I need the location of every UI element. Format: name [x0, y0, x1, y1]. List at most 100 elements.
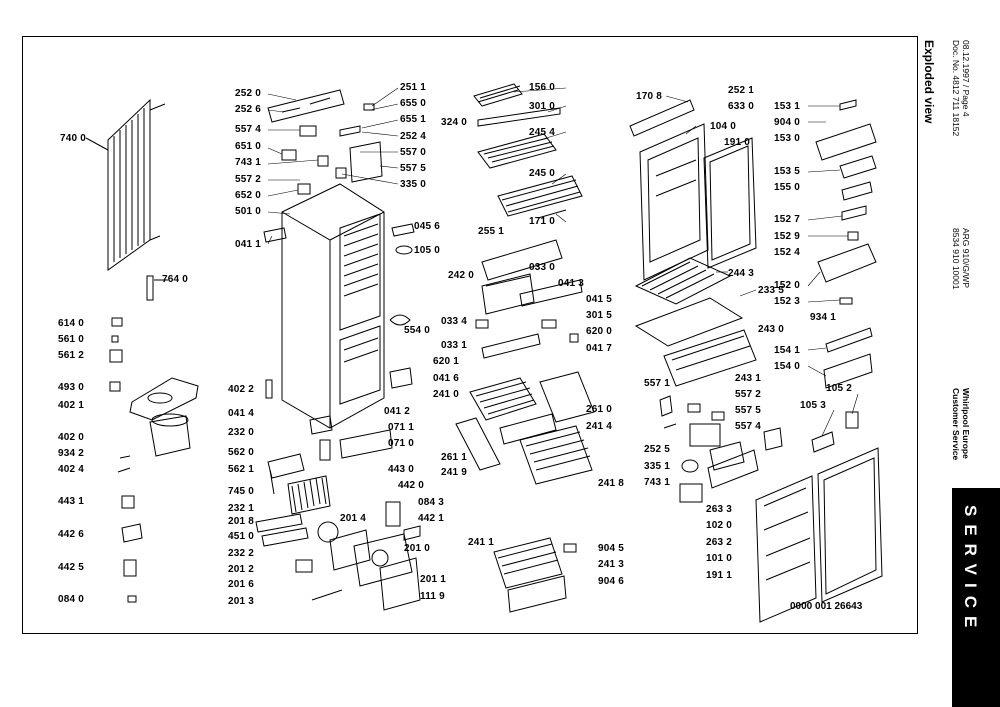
part-label: 152 0 [774, 280, 801, 291]
part-label: 245 0 [529, 168, 556, 179]
part-label: 033 4 [441, 316, 468, 327]
part-label: 041 2 [384, 406, 411, 417]
part-label: 261 1 [441, 452, 468, 463]
part-label: 252 5 [644, 444, 671, 455]
part-label: 561 2 [58, 350, 85, 361]
part-label: 241 4 [586, 421, 613, 432]
part-label: 554 0 [404, 325, 431, 336]
part-label: 041 4 [228, 408, 255, 419]
service-label: SERVICE [961, 505, 980, 636]
part-label: 651 0 [235, 141, 262, 152]
drawing-frame [22, 36, 918, 634]
part-label: 561 0 [58, 334, 85, 345]
part-label: 071 1 [388, 422, 415, 433]
cabinet [281, 183, 385, 429]
part-label: 153 1 [774, 101, 801, 112]
part-label: 232 1 [228, 503, 255, 514]
part-label: 170 8 [636, 91, 663, 102]
part-label: 201 0 [404, 543, 431, 554]
part-label: 191 1 [706, 570, 733, 581]
part-label: 245 4 [529, 127, 556, 138]
part-label: 244 3 [728, 268, 755, 279]
drawing-number: 0000 001 26643 [790, 601, 863, 612]
part-label: 443 1 [58, 496, 85, 507]
part-label: 201 3 [228, 596, 255, 607]
evaporator-745 [287, 475, 331, 515]
part-label: 233 5 [758, 285, 785, 296]
part-label: 232 2 [228, 548, 255, 559]
part-label: 252 1 [728, 85, 755, 96]
part-label: 171 0 [529, 216, 556, 227]
part-label: 102 0 [706, 520, 733, 531]
part-label: 154 1 [774, 345, 801, 356]
part-label: 071 0 [388, 438, 415, 449]
part-label: 201 6 [228, 579, 255, 590]
part-label: 152 7 [774, 214, 801, 225]
part-label: 041 1 [235, 239, 262, 250]
service-tab [952, 488, 1000, 707]
department-name: Customer Service [951, 388, 961, 461]
part-label: 743 1 [644, 477, 671, 488]
part-label: 620 1 [433, 356, 460, 367]
part-label: 557 0 [400, 147, 427, 158]
part-label: 324 0 [441, 117, 468, 128]
doc-number: Doc. No. 4812 711 18152 [951, 40, 961, 137]
part-label: 402 1 [58, 400, 85, 411]
part-label: 201 2 [228, 564, 255, 575]
part-label: 041 6 [433, 373, 460, 384]
part-label: 557 5 [735, 405, 762, 416]
part-label: 201 1 [420, 574, 447, 585]
part-label: 263 3 [706, 504, 733, 515]
part-label: 243 1 [735, 373, 762, 384]
part-label: 104 0 [710, 121, 737, 132]
part-label: 041 7 [586, 343, 613, 354]
part-label: 033 0 [529, 262, 556, 273]
part-label: 745 0 [228, 486, 255, 497]
part-label: 232 0 [228, 427, 255, 438]
part-label: 201 4 [340, 513, 367, 524]
part-label: 251 1 [400, 82, 427, 93]
part-label: 743 1 [235, 157, 262, 168]
part-label: 620 0 [586, 326, 613, 337]
condenser-coil [107, 98, 166, 271]
part-label: 301 5 [586, 310, 613, 321]
part-label: 443 0 [388, 464, 415, 475]
part-label: 242 0 [448, 270, 475, 281]
model-number: ARG 910/G/WP [961, 228, 971, 288]
part-label: 255 1 [478, 226, 505, 237]
part-label: 501 0 [235, 206, 262, 217]
part-label: 442 5 [58, 562, 85, 573]
part-label: 041 3 [558, 278, 585, 289]
part-label: 335 1 [644, 461, 671, 472]
part-label: 241 8 [598, 478, 625, 489]
part-label: 442 1 [418, 513, 445, 524]
part-label: 084 3 [418, 497, 445, 508]
basket-241-8 [519, 425, 593, 485]
part-label: 633 0 [728, 101, 755, 112]
part-label: 241 0 [433, 389, 460, 400]
part-label: 402 4 [58, 464, 85, 475]
part-label: 335 0 [400, 179, 427, 190]
part-label: 655 1 [400, 114, 427, 125]
part-label: 652 0 [235, 190, 262, 201]
part-label: 934 2 [58, 448, 85, 459]
part-label: 402 2 [228, 384, 255, 395]
part-label: 154 0 [774, 361, 801, 372]
date-page: 08.12.1997 / Page 4 [961, 40, 971, 117]
part-label: 045 6 [414, 221, 441, 232]
part-label: 101 0 [706, 553, 733, 564]
part-label: 904 6 [598, 576, 625, 587]
part-label: 557 2 [735, 389, 762, 400]
part-label: 084 0 [58, 594, 85, 605]
part-label: 655 0 [400, 98, 427, 109]
page-title: Exploded view [922, 40, 936, 124]
part-label: 153 0 [774, 133, 801, 144]
part-label: 557 2 [235, 174, 262, 185]
part-label: 934 1 [810, 312, 837, 323]
part-label: 261 0 [586, 404, 613, 415]
part-label: 201 8 [228, 516, 255, 527]
part-label: 252 6 [235, 104, 262, 115]
part-label: 764 0 [162, 274, 189, 285]
part-label: 191 0 [724, 137, 751, 148]
